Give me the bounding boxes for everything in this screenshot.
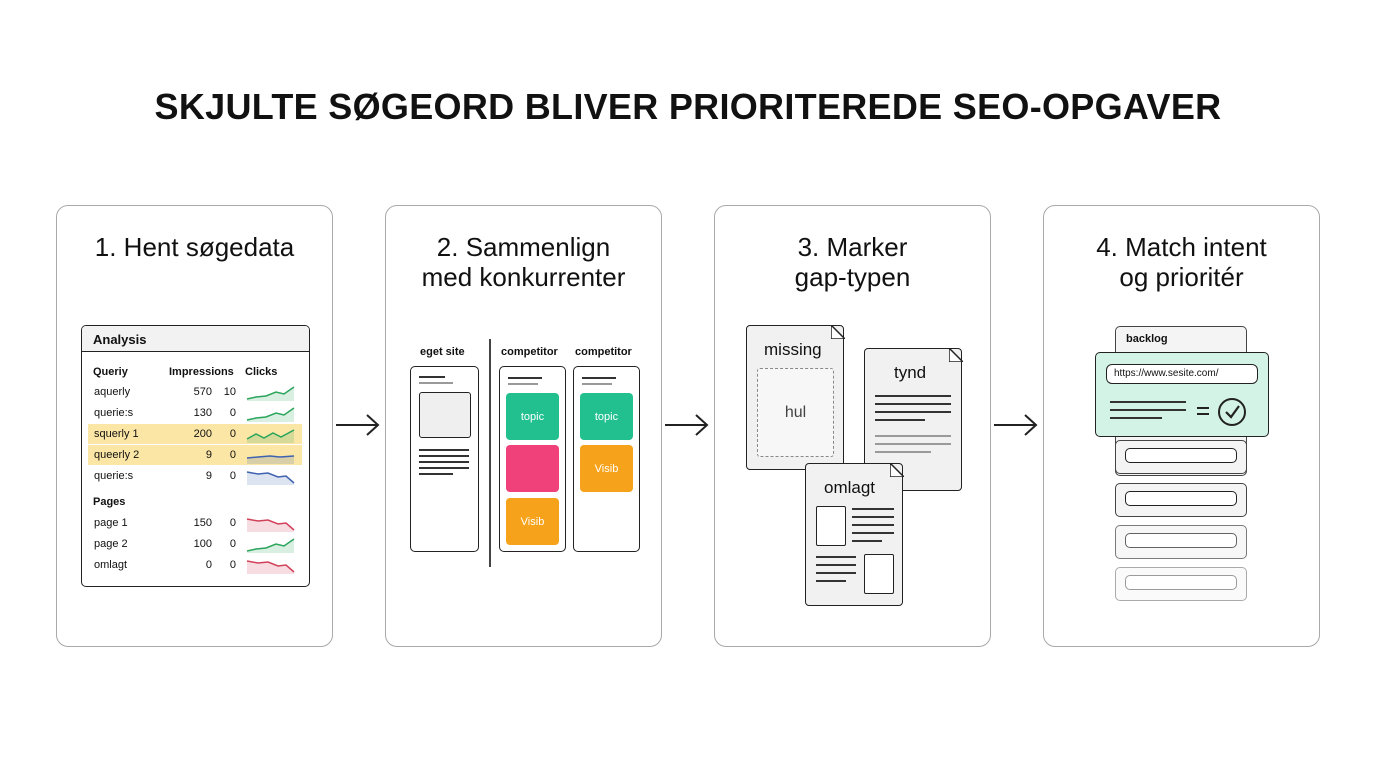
competitor-2-tile-1: topic (580, 393, 633, 440)
step-3-title: 3. Marker gap-typen (715, 232, 990, 292)
hole-placeholder: hul (757, 368, 834, 457)
column-query: Queriy (93, 366, 128, 378)
step-4-title-line-1: 4. Match intent (1096, 232, 1267, 262)
page-fold-icon (889, 462, 904, 477)
row-impressions: 0 (205, 559, 212, 571)
row-clicks: 0 (229, 449, 236, 461)
row-clicks: 0 (229, 407, 236, 419)
sparkline (246, 455, 295, 464)
own-site-page (410, 366, 479, 552)
own-site-label: eget site (420, 346, 465, 358)
competitor-1-tile-1: topic (506, 393, 559, 440)
check-circle-icon (1218, 398, 1246, 426)
step-3-title-line-2: gap-typen (794, 262, 911, 292)
thin-document: tynd (864, 347, 963, 491)
backlog-item (1115, 525, 1247, 559)
url-field: https://www.sesite.com/ (1106, 364, 1258, 384)
step-1-title-line-1: 1. Hent søgedata (94, 232, 295, 262)
sparkline (246, 471, 295, 485)
sparkline (246, 386, 295, 401)
step-card-1: 1. Hent søgedata Analysis Queriy Impress… (56, 205, 333, 647)
arrow-right-icon (336, 414, 380, 436)
backlog-item (1115, 483, 1247, 517)
row-clicks: 0 (229, 470, 236, 482)
step-2-title: 2. Sammenlign med konkurrenter (386, 232, 661, 292)
matched-url-card: https://www.sesite.com/ (1095, 352, 1269, 437)
missing-document: missing hul (746, 324, 845, 470)
row-name: querie:s (94, 470, 134, 482)
row-name: omlagt (94, 559, 128, 571)
row-clicks: 0 (229, 428, 236, 440)
equals-icon (1197, 407, 1209, 415)
step-4-title-line-2: og prioritér (1119, 262, 1244, 292)
row-clicks: 0 (229, 538, 236, 550)
column-clicks: Clicks (245, 366, 278, 378)
row-clicks: 10 (223, 386, 236, 398)
table-row: querie:s 130 0 (88, 403, 302, 423)
step-3-title-line-1: 3. Marker (797, 232, 908, 262)
row-impressions: 200 (193, 428, 212, 440)
row-name: page 1 (94, 517, 128, 529)
row-name: page 2 (94, 538, 128, 550)
table-row: page 2 100 0 (88, 534, 302, 554)
competitor-1-page: topic Visib (499, 366, 566, 552)
sparkline (246, 560, 295, 574)
step-card-4: 4. Match intent og prioritér backlog htt… (1043, 205, 1320, 647)
competitor-2-label: competitor (575, 346, 632, 358)
hole-label: hul (784, 403, 807, 421)
thin-label: tynd (894, 363, 927, 382)
sparkline (246, 407, 295, 422)
row-name: queerly 2 (94, 449, 140, 461)
row-clicks: 0 (229, 559, 236, 571)
step-4-title: 4. Match intent og prioritér (1044, 232, 1319, 292)
row-name: squerly 1 (94, 428, 139, 440)
analysis-header: Analysis (82, 326, 309, 352)
sparkline (246, 429, 295, 443)
row-name: querie:s (94, 407, 134, 419)
restructured-document: omlagt (805, 462, 904, 606)
row-impressions: 9 (205, 449, 212, 461)
backlog-item (1115, 440, 1247, 474)
missing-label: missing (764, 340, 822, 359)
row-impressions: 150 (193, 517, 212, 529)
table-row: queerly 2 9 0 (88, 445, 302, 465)
page-title: SKJULTE SØGEORD BLIVER PRIORITEREDE SEO-… (154, 86, 1222, 127)
step-1-title: 1. Hent søgedata (57, 232, 332, 262)
competitor-2-page: topic Visib (573, 366, 640, 552)
page-fold-icon (948, 347, 963, 362)
table-row: squerly 1 200 0 (88, 424, 302, 444)
image-placeholder (419, 392, 471, 438)
row-impressions: 9 (205, 470, 212, 482)
table-row: page 1 150 0 (88, 513, 302, 533)
table-row: omlagt 0 0 (88, 555, 302, 575)
step-2-title-line-2: med konkurrenter (421, 262, 626, 292)
row-impressions: 130 (193, 407, 212, 419)
arrow-right-icon (994, 414, 1038, 436)
sparkline (246, 518, 295, 532)
row-impressions: 100 (193, 538, 212, 550)
step-card-3: 3. Marker gap-typen missing hul tynd oml… (714, 205, 991, 647)
analysis-table: Analysis Queriy Impressions Clicks aquer… (81, 325, 310, 587)
step-2-title-line-1: 2. Sammenlign (436, 232, 611, 262)
arrow-right-icon (665, 414, 709, 436)
column-impressions: Impressions (169, 366, 234, 378)
page-fold-icon (830, 324, 845, 339)
competitor-2-tile-2: Visib (580, 445, 633, 492)
row-impressions: 570 (193, 386, 212, 398)
table-row: aquerly 570 10 (88, 382, 302, 402)
competitor-1-tile-3: Visib (506, 498, 559, 545)
row-name: aquerly (94, 386, 131, 398)
row-clicks: 0 (229, 517, 236, 529)
sparkline (246, 538, 295, 553)
table-row: querie:s 9 0 (88, 466, 302, 486)
competitor-1-label: competitor (501, 346, 558, 358)
column-divider (489, 339, 491, 567)
restructured-label: omlagt (824, 478, 876, 497)
backlog-label: backlog (1126, 333, 1168, 345)
step-card-2: 2. Sammenlign med konkurrenter eget site… (385, 205, 662, 647)
backlog-item (1115, 567, 1247, 601)
competitor-1-tile-2 (506, 445, 559, 492)
pages-section-label: Pages (93, 496, 126, 508)
